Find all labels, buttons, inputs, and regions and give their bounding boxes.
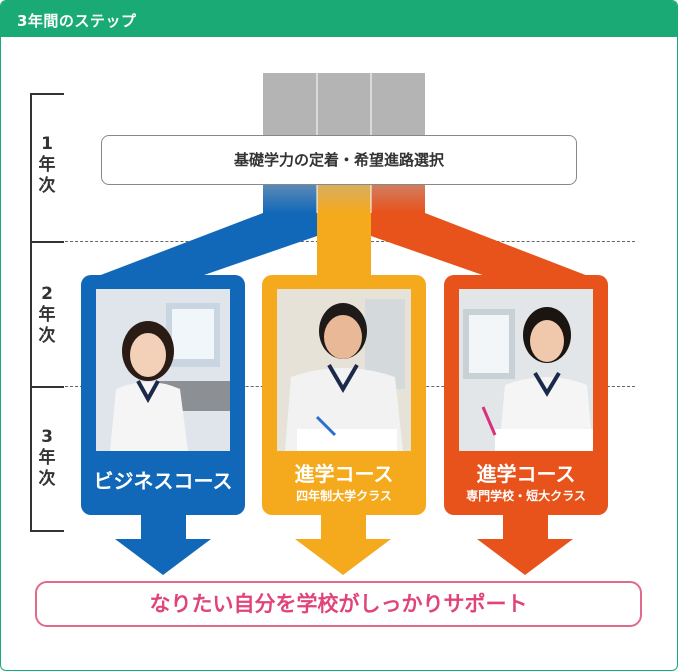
arrow-down-orange: [477, 511, 573, 575]
arrow-down-blue: [115, 511, 211, 575]
year-bracket-line: [30, 93, 32, 532]
year-label-3: 3 年 次: [35, 427, 59, 490]
year-label-1: 1 年 次: [35, 134, 59, 197]
foundation-box: 基礎学力の定着・希望進路選択: [101, 135, 577, 185]
arrow-down-yellow: [295, 511, 391, 575]
student-photo-vocational: [459, 289, 593, 451]
year-2-suffix: 次: [38, 326, 56, 346]
year-tick-1: [30, 241, 64, 243]
course-card-business: ビジネスコース: [81, 275, 245, 515]
year-tick-bottom: [30, 530, 64, 532]
header-title: 3年間のステップ: [17, 12, 137, 30]
year-2-num: 2: [41, 284, 53, 304]
course-card-vocational: 進学コース 専門学校・短大クラス: [444, 275, 608, 515]
year-tick-2: [30, 386, 64, 388]
support-message-box: なりたい自分を学校がしっかりサポート: [35, 581, 642, 627]
course-sub-university: 四年制大学クラス: [296, 489, 392, 503]
year-tick-top: [30, 93, 64, 95]
year-3-num: 3: [41, 427, 53, 447]
year-1-suffix: 次: [38, 176, 56, 196]
year-label-2: 2 年 次: [35, 284, 59, 347]
year-2-char: 年: [38, 305, 56, 325]
year-3-char: 年: [38, 448, 56, 468]
student-photo-business: [96, 289, 230, 451]
year-1-num: 1: [41, 134, 53, 154]
header-bar: 3年間のステップ: [1, 1, 677, 37]
year-3-suffix: 次: [38, 469, 56, 489]
course-card-university: 進学コース 四年制大学クラス: [262, 275, 426, 515]
course-name-business: ビジネスコース: [93, 469, 233, 493]
student-photo-university: [277, 289, 411, 451]
course-name-university: 進学コース: [294, 462, 394, 486]
year-1-char: 年: [38, 155, 56, 175]
course-name-vocational: 進学コース: [476, 462, 576, 486]
course-sub-vocational: 専門学校・短大クラス: [466, 489, 586, 503]
